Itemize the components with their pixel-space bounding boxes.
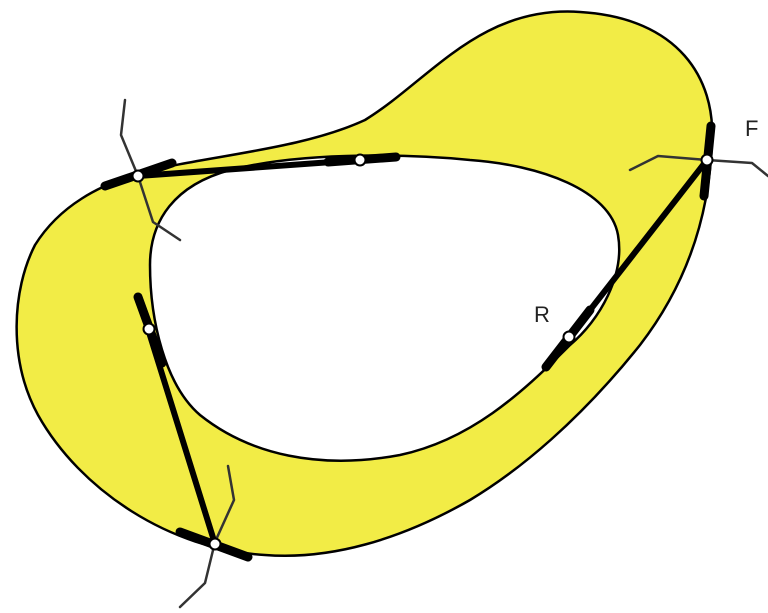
joint-top-left — [131, 169, 145, 183]
joint-right-r — [562, 330, 576, 344]
joint-right-f — [700, 153, 714, 167]
joint-top-middle — [353, 153, 367, 167]
joint-left — [142, 322, 156, 336]
label-f: F — [745, 116, 758, 141]
joint-points — [131, 153, 714, 551]
label-r: R — [534, 302, 550, 327]
top-rod — [135, 157, 363, 179]
joint-bottom-left — [208, 537, 222, 551]
yellow-band-region — [15, 10, 714, 557]
